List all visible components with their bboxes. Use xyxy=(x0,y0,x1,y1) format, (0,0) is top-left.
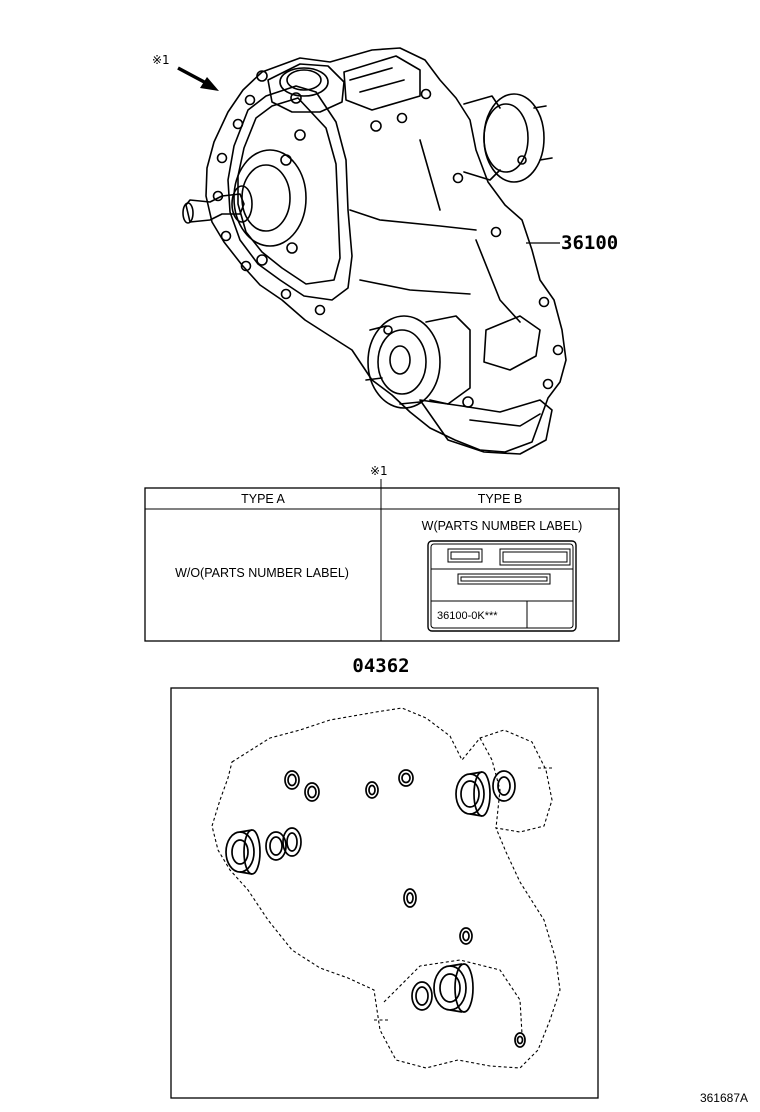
label-code-text: 36100-0K*** xyxy=(437,610,498,622)
label-type-table: ※1 TYPE A TYPE B W/O(PARTS NUMBER LABEL)… xyxy=(144,464,620,642)
part-number-36100[interactable]: 36100 xyxy=(561,232,618,254)
type-a-header: TYPE A xyxy=(241,492,285,506)
type-b-description: W(PARTS NUMBER LABEL) xyxy=(422,519,583,533)
type-a-description: W/O(PARTS NUMBER LABEL) xyxy=(175,566,349,580)
type-b-header: TYPE B xyxy=(478,492,522,506)
part-number-04362[interactable]: 04362 xyxy=(352,655,409,677)
gasket-kit-drawing[interactable] xyxy=(211,707,561,1069)
parts-number-label xyxy=(427,540,577,632)
transfer-case-drawing[interactable] xyxy=(182,47,567,455)
figure-id: 361687A xyxy=(700,1091,748,1105)
gasket-kit-frame xyxy=(170,687,599,1099)
note-mark-table: ※1 xyxy=(370,464,388,478)
label-location-arrow xyxy=(177,66,219,91)
gasket-seals xyxy=(225,769,526,1048)
note-mark-top: ※1 xyxy=(152,53,170,67)
